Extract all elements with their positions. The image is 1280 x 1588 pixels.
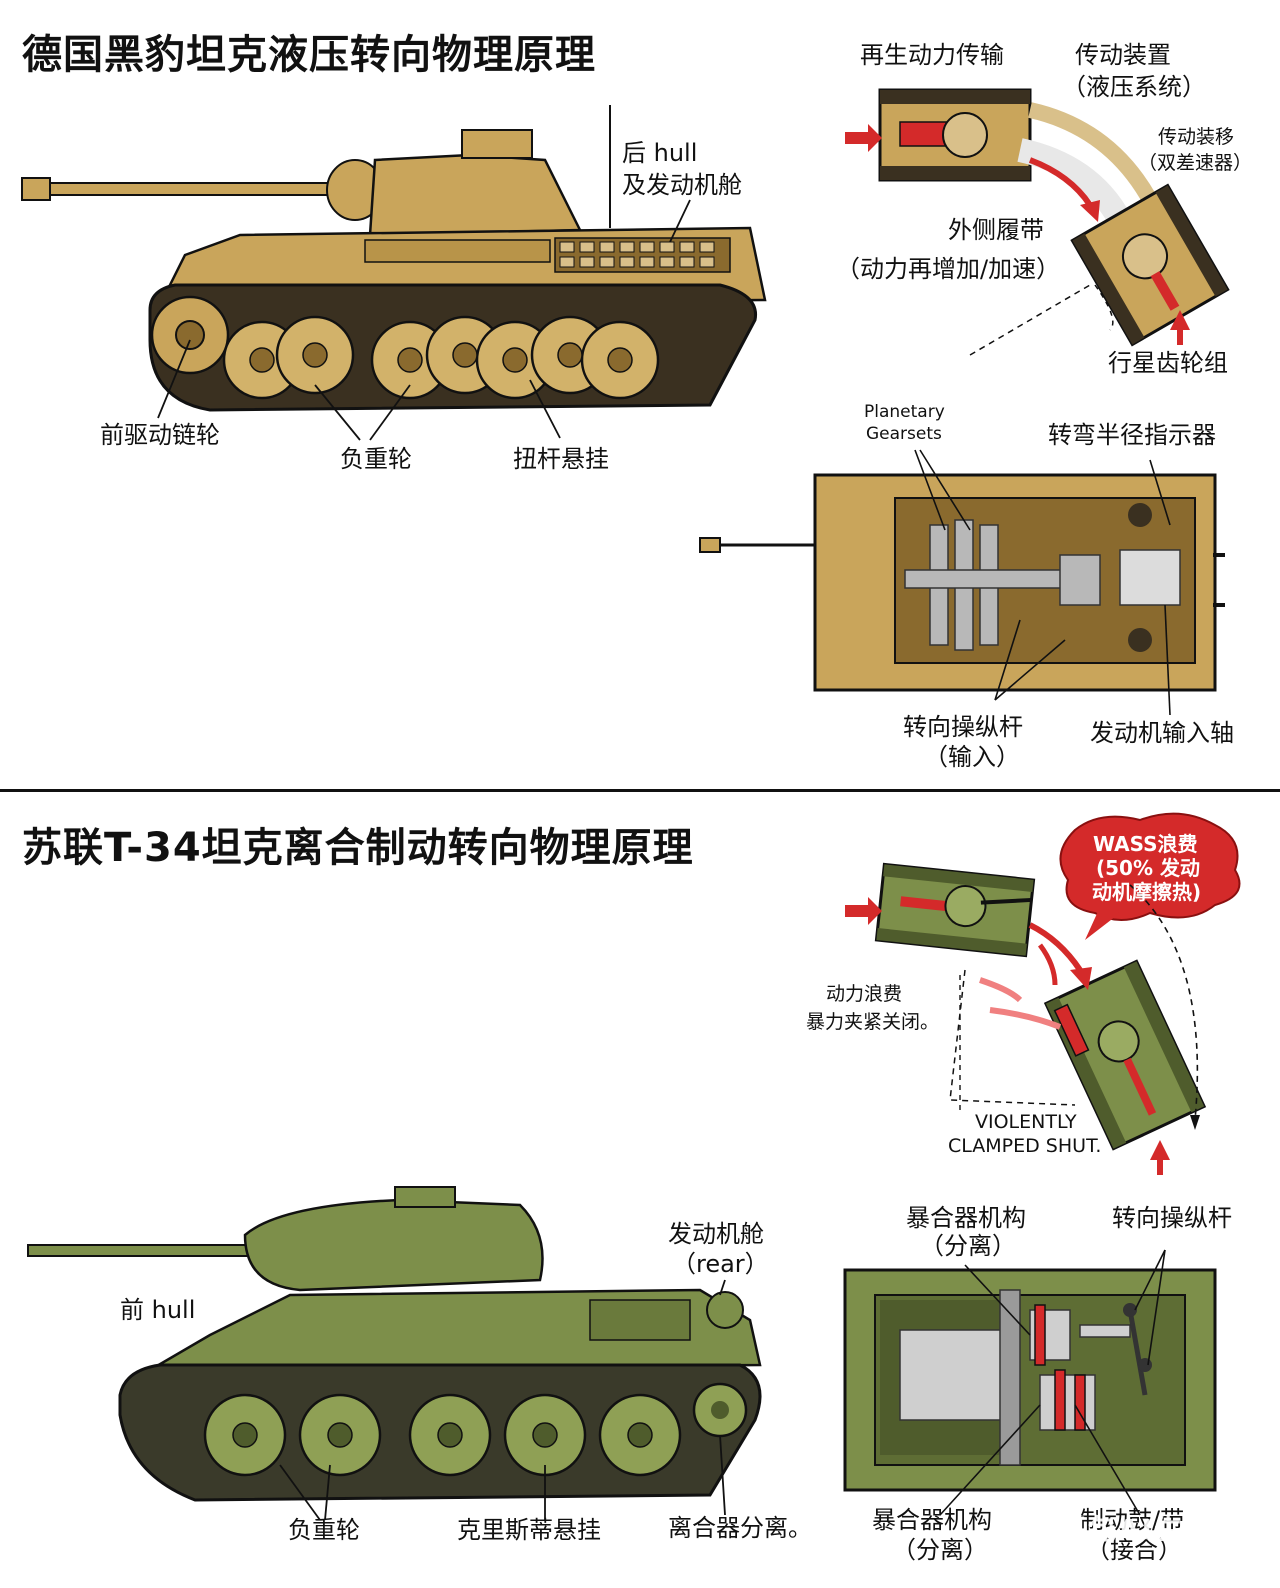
front-hull-label: 前 hull [120, 1296, 196, 1324]
brake-drum-label-1: 制动鼓/带 [1080, 1506, 1185, 1534]
sprocket-label: 前驱动链轮 [100, 421, 220, 449]
clutch-bottom-label-1: 暴合器机构 [872, 1506, 992, 1534]
clutch-top-label-2: （分离） [920, 1232, 1016, 1260]
waste-warning-line2: (50% 发动 [1096, 856, 1200, 880]
outer-track-label-2: （动力再增加/加速） [836, 255, 1061, 283]
clutch-release-label: 离合器分离。 [668, 1514, 812, 1542]
power-waste-label-2: 暴力夹紧关闭。 [806, 1011, 940, 1033]
steering-lever-label-1: 转向操纵杆 [903, 713, 1023, 741]
hull-engine-label-1: 后 hull [622, 139, 698, 167]
brake-drum-label-2: （接合） [1086, 1536, 1182, 1564]
planetary-label: 行星齿轮组 [1108, 349, 1228, 377]
t34-top-view [843, 1249, 1217, 1516]
torsion-bar-label: 扭杆悬挂 [513, 445, 609, 473]
violently-label-1: VIOLENTLY [975, 1111, 1077, 1133]
waste-warning-line3: 动机摩擦热) [1092, 880, 1202, 904]
panther-panel: 德国黑豹坦克液压转向物理原理 [0, 0, 1280, 792]
power-waste-label-1: 动力浪费 [826, 983, 903, 1005]
hull-engine-label-2: 及发动机舱 [622, 171, 742, 199]
engine-bay-label-2: （rear） [672, 1250, 769, 1278]
christie-suspension-label: 克里斯蒂悬挂 [457, 1516, 601, 1544]
turn-radius-label: 转弯半径指示器 [1048, 421, 1216, 449]
panther-illustrations [21, 88, 1230, 716]
t34-turn-diagram [845, 812, 1241, 1175]
panther-top-view [699, 449, 1225, 716]
diff-label-2: （双差速器） [1138, 152, 1253, 174]
engine-bay-label-1: 发动机舱 [668, 1220, 764, 1248]
clutch-bottom-label-2: （分离） [892, 1536, 988, 1564]
panther-title: 德国黑豹坦克液压转向物理原理 [22, 32, 596, 78]
violently-label-2: CLAMPED SHUT. [948, 1135, 1102, 1157]
road-wheels-label: 负重轮 [340, 445, 412, 473]
outer-track-label-1: 外侧履带 [948, 216, 1044, 244]
steering-lever-label-2: （输入） [924, 743, 1020, 771]
panther-side-view [21, 105, 767, 441]
t34-panel: 苏联T-34坦克离合制动转向物理原理 [0, 795, 1280, 1588]
t34-side-view [27, 1186, 762, 1521]
waste-warning-line1: WASS浪费 [1093, 832, 1198, 856]
t34-title: 苏联T-34坦克离合制动转向物理原理 [22, 825, 694, 871]
transmission-label-1: 传动装置 [1075, 41, 1171, 69]
regen-label: 再生动力传输 [860, 41, 1004, 69]
planetary-en-label-2: Gearsets [866, 424, 942, 444]
input-shaft-label: 发动机输入轴 [1090, 719, 1234, 747]
t34-road-wheels-label: 负重轮 [288, 1516, 360, 1544]
diff-label-1: 传动装移 [1158, 126, 1235, 148]
watermark: 豆包AI生成 [1058, 1513, 1215, 1546]
transmission-label-2: （液压系统） [1062, 73, 1206, 101]
panther-turn-diagram [845, 88, 1230, 356]
t34-lever-label: 转向操纵杆 [1112, 1204, 1232, 1232]
t34-illustrations [27, 812, 1241, 1521]
clutch-top-label-1: 暴合器机构 [906, 1204, 1026, 1232]
planetary-en-label-1: Planetary [864, 402, 945, 422]
